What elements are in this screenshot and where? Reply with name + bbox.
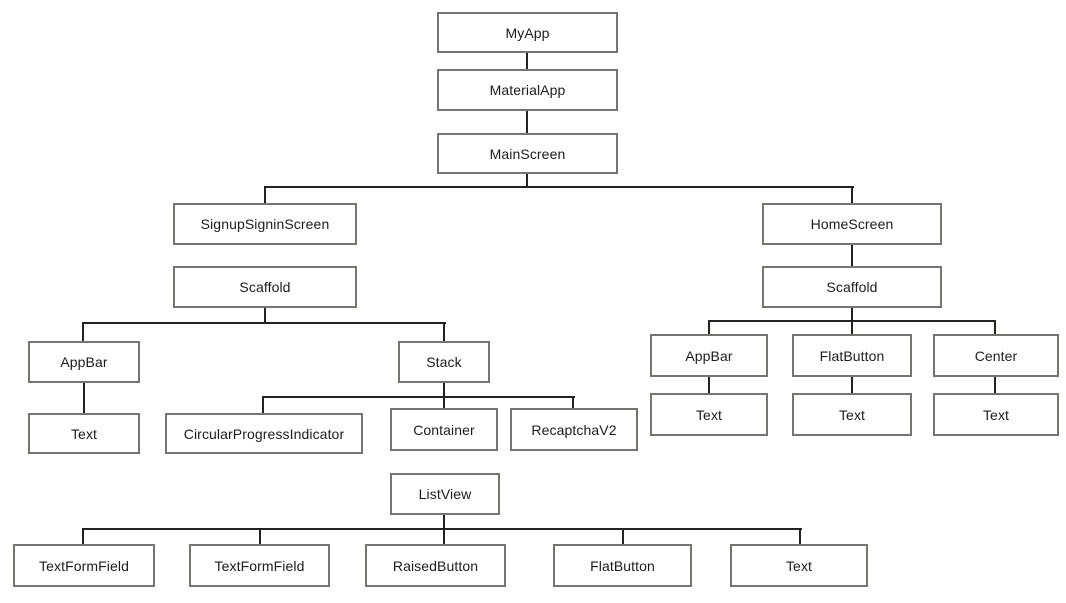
connector-materialapp-mainscreen <box>526 111 528 133</box>
connector-listview-branchbar <box>82 528 802 530</box>
node-text-bottom: Text <box>730 544 868 587</box>
node-listview: ListView <box>390 473 500 515</box>
node-materialapp: MaterialApp <box>437 69 618 111</box>
connector-branch-signupsigninscreen <box>264 186 266 203</box>
node-text-appbar-left: Text <box>28 413 140 454</box>
connector-branch-recaptchav2 <box>572 396 574 408</box>
connector-mainscreen-branchbar <box>264 186 854 188</box>
connector-appbar-left-text <box>83 383 85 413</box>
connector-branch-cpi <box>262 396 264 413</box>
connector-scaffold-left-stem <box>264 308 266 322</box>
node-appbar-right: AppBar <box>650 334 768 377</box>
connector-scaffold-right-stem <box>851 308 853 320</box>
connector-listview-stem <box>443 515 445 528</box>
connector-stack-branchbar <box>262 396 575 398</box>
connector-branch-flatbutton-bottom <box>622 528 624 544</box>
connector-branch-textformfield-2 <box>259 528 261 544</box>
node-circularprogressindicator: CircularProgressIndicator <box>165 413 363 454</box>
connector-branch-homescreen <box>851 186 853 203</box>
connector-branch-text-bottom <box>799 528 801 544</box>
connector-mainscreen-stem <box>526 174 528 186</box>
node-scaffold-left: Scaffold <box>173 266 357 308</box>
node-raisedbutton: RaisedButton <box>365 544 506 587</box>
node-homescreen: HomeScreen <box>762 203 942 245</box>
node-text-appbar-right: Text <box>650 393 768 436</box>
connector-branch-appbar-right <box>708 320 710 334</box>
connector-branch-stack <box>443 322 445 341</box>
node-recaptchav2: RecaptchaV2 <box>510 408 638 451</box>
connector-appbar-right-text <box>708 377 710 393</box>
connector-branch-container <box>443 396 445 408</box>
node-text-center: Text <box>933 393 1059 436</box>
connector-stack-stem <box>443 383 445 396</box>
connector-myapp-materialapp <box>526 53 528 69</box>
node-flatbutton-right: FlatButton <box>792 334 912 377</box>
node-mainscreen: MainScreen <box>437 133 618 174</box>
node-myapp: MyApp <box>437 12 618 53</box>
connector-branch-textformfield-1 <box>82 528 84 544</box>
connector-scaffold-left-branchbar <box>82 322 446 324</box>
node-center: Center <box>933 334 1059 377</box>
connector-branch-center <box>994 320 996 334</box>
node-container: Container <box>390 408 498 451</box>
node-appbar-left: AppBar <box>28 341 140 383</box>
connector-branch-appbar-left <box>82 322 84 341</box>
node-text-flatbutton-right: Text <box>792 393 912 436</box>
connector-center-text <box>994 377 996 393</box>
node-scaffold-right: Scaffold <box>762 266 942 308</box>
node-stack: Stack <box>398 341 490 383</box>
connector-branch-raisedbutton <box>443 528 445 544</box>
node-signupsigninscreen: SignupSigninScreen <box>173 203 357 245</box>
connector-branch-flatbutton-right <box>851 320 853 334</box>
node-flatbutton-bottom: FlatButton <box>553 544 692 587</box>
connector-homescreen-scaffold <box>851 245 853 266</box>
connector-flatbutton-right-text <box>851 377 853 393</box>
node-textformfield-1: TextFormField <box>13 544 155 587</box>
node-textformfield-2: TextFormField <box>189 544 330 587</box>
connector-scaffold-right-branchbar <box>708 320 996 322</box>
